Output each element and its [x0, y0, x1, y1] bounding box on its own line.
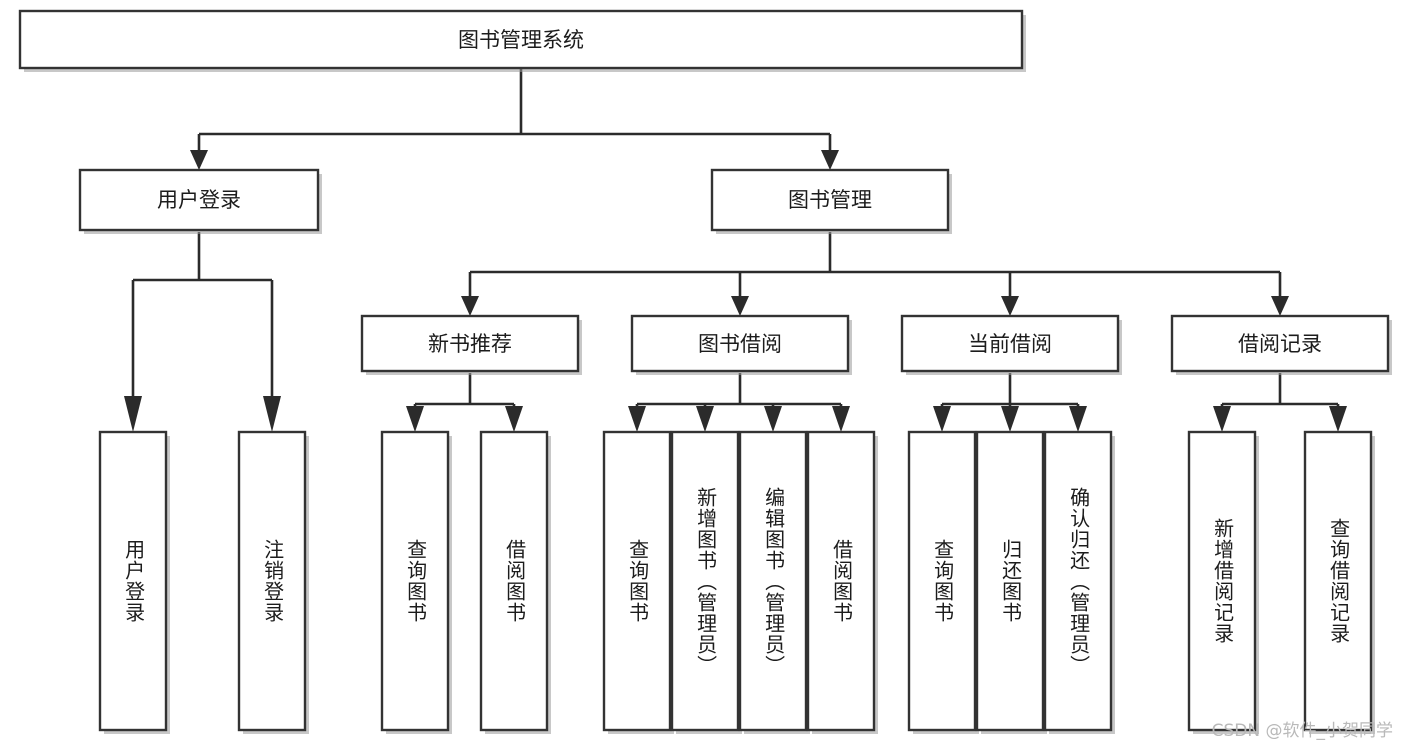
arrowhead-new-book-recommend [461, 296, 479, 316]
node-current-borrow-label: 当前借阅 [968, 332, 1052, 356]
arrowhead-leaf-book-borrow-1 [628, 406, 646, 432]
node-current-borrow[interactable]: 当前借阅 [900, 314, 1122, 375]
leaf-new-book-2[interactable] [479, 430, 551, 734]
node-new-book-recommend[interactable]: 新书推荐 [360, 314, 582, 375]
leaf-book-borrow-2-box[interactable] [670, 430, 740, 732]
watermark-text: CSDN @软件_小贺同学 [1211, 721, 1393, 741]
node-borrow-record-box[interactable] [1170, 314, 1390, 373]
arrowhead-leaf-new-book-1 [406, 406, 424, 432]
leaf-user-login-1-box[interactable] [98, 430, 168, 732]
node-current-borrow-box[interactable] [900, 314, 1120, 373]
arrowhead-current-borrow [1001, 296, 1019, 316]
leaf-book-borrow-1-box[interactable] [602, 430, 672, 732]
leaf-current-borrow-1-box[interactable] [907, 430, 977, 732]
arrowhead-leaf-current-borrow-1 [933, 406, 951, 432]
node-new-book-recommend-box[interactable] [360, 314, 580, 373]
leaf-book-borrow-2[interactable] [670, 430, 742, 734]
node-book-management-label: 图书管理 [788, 188, 872, 212]
leaf-borrow-record-2-box[interactable] [1303, 430, 1373, 732]
leaf-user-login-1[interactable] [98, 430, 170, 734]
arrowhead-leaf-user-login-2 [263, 396, 281, 432]
connector-layer [124, 68, 1347, 432]
leaf-current-borrow-3-box[interactable] [1043, 430, 1113, 732]
node-borrow-record[interactable]: 借阅记录 [1170, 314, 1392, 375]
leaf-new-book-1-box[interactable] [380, 430, 450, 732]
leaf-current-borrow-2[interactable] [975, 430, 1047, 734]
leaf-book-borrow-4[interactable] [806, 430, 878, 734]
node-root-label: 图书管理系统 [458, 28, 584, 52]
node-borrow-record-label: 借阅记录 [1238, 332, 1322, 356]
arrowhead-leaf-borrow-record-1 [1213, 406, 1231, 432]
leaf-borrow-record-2[interactable] [1303, 430, 1375, 734]
arrowhead-book-mgmt [821, 150, 839, 170]
arrowhead-leaf-borrow-record-2 [1329, 406, 1347, 432]
arrowhead-leaf-new-book-2 [505, 406, 523, 432]
leaf-new-book-1[interactable] [380, 430, 452, 734]
leaf-book-borrow-4-box[interactable] [806, 430, 876, 732]
arrowhead-book-borrow [731, 296, 749, 316]
node-new-book-recommend-label: 新书推荐 [428, 332, 512, 356]
leaf-current-borrow-2-box[interactable] [975, 430, 1045, 732]
leaf-book-borrow-3-box[interactable] [738, 430, 808, 732]
leaf-borrow-record-1-box[interactable] [1187, 430, 1257, 732]
node-user-login-box[interactable] [78, 168, 320, 232]
node-user-login-label: 用户登录 [157, 188, 241, 212]
node-root[interactable]: 图书管理系统 [18, 9, 1026, 72]
arrowhead-leaf-book-borrow-3 [764, 406, 782, 432]
leaf-book-borrow-3[interactable] [738, 430, 810, 734]
node-user-login[interactable]: 用户登录 [78, 168, 322, 234]
leaf-user-login-2-box[interactable] [237, 430, 307, 732]
leaf-current-borrow-3[interactable] [1043, 430, 1115, 734]
node-book-borrow-label: 图书借阅 [698, 332, 782, 356]
arrowhead-user-login [190, 150, 208, 170]
node-book-management-box[interactable] [710, 168, 950, 232]
arrowhead-leaf-current-borrow-3 [1069, 406, 1087, 432]
node-book-borrow-box[interactable] [630, 314, 850, 373]
leaf-user-login-2[interactable] [237, 430, 309, 734]
node-book-management[interactable]: 图书管理 [710, 168, 952, 234]
leaf-borrow-record-1[interactable] [1187, 430, 1259, 734]
node-book-borrow[interactable]: 图书借阅 [630, 314, 852, 375]
arrowhead-leaf-book-borrow-2 [696, 406, 714, 432]
arrowhead-leaf-book-borrow-4 [832, 406, 850, 432]
arrowhead-borrow-record [1271, 296, 1289, 316]
arrowhead-leaf-user-login-1 [124, 396, 142, 432]
leaf-book-borrow-1[interactable] [602, 430, 674, 734]
node-root-box[interactable] [18, 9, 1024, 70]
arrowhead-leaf-current-borrow-2 [1001, 406, 1019, 432]
leaf-current-borrow-1[interactable] [907, 430, 979, 734]
leaf-new-book-2-box[interactable] [479, 430, 549, 732]
